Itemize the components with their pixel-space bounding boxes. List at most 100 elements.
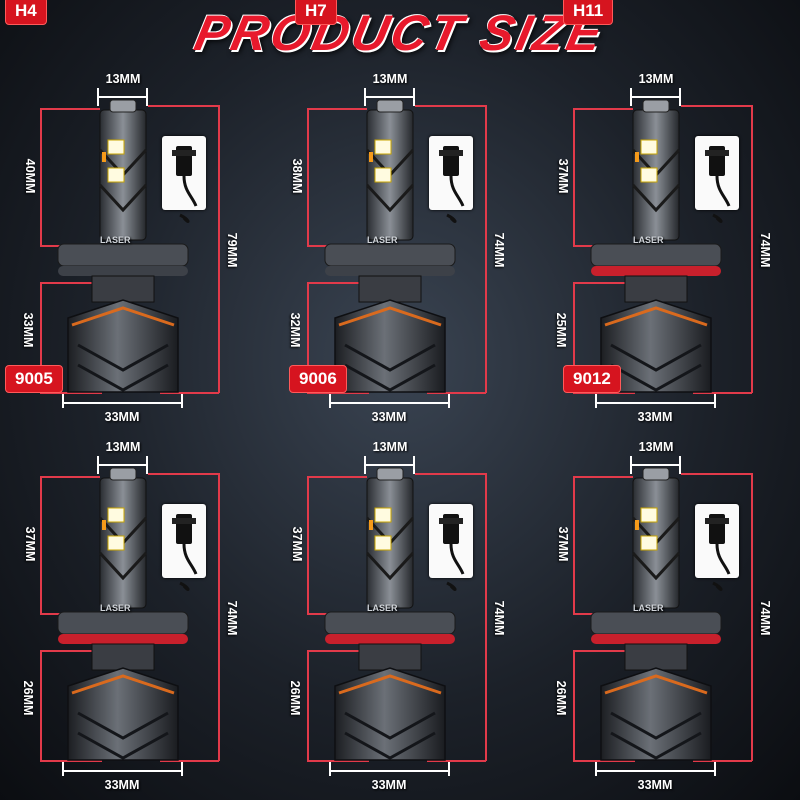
chip-width-tick-left	[97, 456, 99, 474]
base-width-label: 33MM	[104, 778, 140, 792]
chip-width-line	[364, 96, 414, 98]
model-badge: H4	[5, 0, 47, 25]
base-height-line-top	[573, 282, 635, 284]
bulb-marking-label: LASER	[100, 603, 131, 613]
connector-plug-icon	[162, 136, 206, 210]
chip-width-tick-right	[146, 88, 148, 106]
chip-height-line-top	[573, 108, 633, 110]
chip-width-tick-left	[97, 88, 99, 106]
model-badge: H7	[295, 0, 337, 25]
chip-width-tick-left	[364, 88, 366, 106]
chip-width-label: 13MM	[105, 72, 141, 86]
total-height-line-bottom	[693, 392, 752, 394]
bulb-marking-label: LASER	[367, 235, 398, 245]
base-width-tick-right	[714, 762, 716, 776]
model-badge: 9012	[563, 365, 621, 393]
base-width-tick-right	[714, 394, 716, 408]
total-height-line-bottom	[693, 760, 752, 762]
chip-width-tick-right	[413, 456, 415, 474]
model-badge: 9006	[289, 365, 347, 393]
total-height-line-top	[148, 473, 218, 475]
chip-height-line-side	[307, 108, 309, 246]
chip-width-line	[97, 464, 147, 466]
chip-height-line-top	[307, 108, 367, 110]
chip-width-tick-left	[630, 88, 632, 106]
total-height-line-bottom	[160, 392, 219, 394]
base-height-line-side	[573, 282, 575, 392]
total-height-line-top	[681, 473, 751, 475]
chip-width-line	[630, 96, 680, 98]
chip-width-tick-right	[679, 88, 681, 106]
bulb-spec-card-9006: 9006 13MM 37MM 74MM 26MM 33MM	[267, 365, 533, 792]
connector-plug-icon	[695, 504, 739, 578]
chip-height-line-top	[40, 108, 100, 110]
base-width-tick-left	[329, 394, 331, 408]
chip-height-line-side	[40, 108, 42, 246]
chip-width-line	[97, 96, 147, 98]
total-height-line-side	[218, 473, 220, 761]
base-width-label: 33MM	[371, 778, 407, 792]
led-bulb-illustration	[324, 467, 457, 761]
bulb-marking-label: LASER	[367, 603, 398, 613]
led-bulb-illustration	[57, 467, 190, 761]
connector-plug-icon	[429, 504, 473, 578]
led-bulb-illustration	[324, 99, 457, 393]
base-width-tick-right	[181, 762, 183, 776]
connector-plug-icon	[429, 136, 473, 210]
total-height-line-side	[751, 105, 753, 393]
bulb-marking-label: LASER	[100, 235, 131, 245]
base-width-line	[62, 402, 182, 404]
base-height-line-side	[573, 650, 575, 760]
chip-width-label: 13MM	[372, 440, 408, 454]
base-width-tick-left	[62, 762, 64, 776]
chip-width-line	[364, 464, 414, 466]
base-width-line	[595, 402, 715, 404]
led-bulb-illustration	[57, 99, 190, 393]
total-height-line-bottom	[427, 760, 486, 762]
base-width-tick-left	[329, 762, 331, 776]
chip-height-line-side	[573, 108, 575, 246]
total-height-line-top	[415, 105, 485, 107]
base-width-line	[329, 770, 449, 772]
bulb-spec-card-h7: H7 13MM 38MM 74MM 32MM 33MM	[267, 0, 533, 424]
chip-width-line	[630, 464, 680, 466]
base-width-label: 33MM	[637, 410, 673, 424]
bulb-spec-card-9012: 9012 13MM 37MM 74MM 26MM 33MM	[533, 365, 799, 792]
bulb-spec-card-9005: 9005 13MM 37MM 74MM 26MM 33MM	[0, 365, 266, 792]
total-height-line-side	[751, 473, 753, 761]
chip-width-tick-right	[146, 456, 148, 474]
base-width-tick-right	[181, 394, 183, 408]
bulb-marking-label: LASER	[633, 603, 664, 613]
connector-plug-icon	[162, 504, 206, 578]
base-height-line-top	[40, 282, 102, 284]
bulb-marking-label: LASER	[633, 235, 664, 245]
total-height-line-top	[415, 473, 485, 475]
total-height-line-top	[681, 105, 751, 107]
total-height-line-side	[485, 105, 487, 393]
connector-plug-icon	[695, 136, 739, 210]
chip-height-line-top	[40, 476, 100, 478]
chip-width-label: 13MM	[372, 72, 408, 86]
base-width-tick-left	[62, 394, 64, 408]
base-width-label: 33MM	[371, 410, 407, 424]
base-height-line-top	[307, 650, 369, 652]
base-width-label: 33MM	[104, 410, 140, 424]
model-badge: 9005	[5, 365, 63, 393]
chip-width-label: 13MM	[638, 440, 674, 454]
total-height-line-top	[148, 105, 218, 107]
total-height-line-side	[218, 105, 220, 393]
chip-width-tick-left	[364, 456, 366, 474]
total-height-line-bottom	[160, 760, 219, 762]
base-height-line-side	[40, 650, 42, 760]
chip-height-line-side	[573, 476, 575, 614]
base-width-tick-right	[448, 762, 450, 776]
total-height-line-side	[485, 473, 487, 761]
chip-width-tick-right	[413, 88, 415, 106]
base-width-tick-right	[448, 394, 450, 408]
chip-height-line-side	[40, 476, 42, 614]
base-width-line	[62, 770, 182, 772]
model-badge: H11	[563, 0, 614, 25]
chip-width-tick-right	[679, 456, 681, 474]
base-height-line-top	[573, 650, 635, 652]
chip-height-line-side	[307, 476, 309, 614]
